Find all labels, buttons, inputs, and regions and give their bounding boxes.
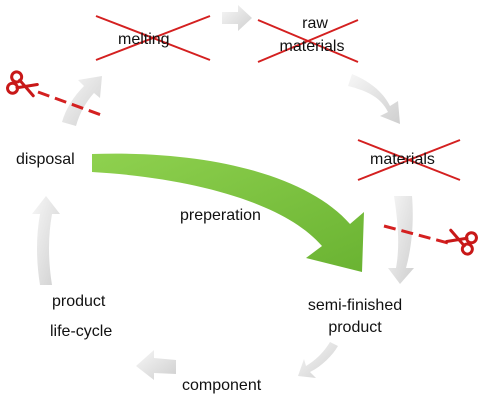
- node-component: component: [182, 377, 262, 394]
- strike-melting: [95, 15, 211, 61]
- node-melting: melting: [118, 31, 170, 48]
- cycle-arrow-raw-to-materials: [348, 74, 400, 124]
- cycle-arrow-disposal-to-melting: [62, 76, 102, 126]
- node-disposal: disposal: [16, 151, 75, 168]
- node-raw-materials-line2: materials: [279, 38, 345, 55]
- node-materials: materials: [370, 151, 435, 168]
- node-raw-materials-line1: raw: [302, 15, 328, 32]
- scissors-icon: [6, 70, 39, 98]
- node-semi-finished-line1: semi-finished: [307, 297, 403, 314]
- cycle-arrow-component-to-product: [136, 350, 176, 380]
- cycle-arrow-semifinished-to-component: [298, 342, 338, 378]
- cycle-arrow-materials-to-semifinished: [388, 196, 414, 284]
- cut-line-right: [383, 224, 453, 246]
- cut-line-top-left: [37, 90, 105, 118]
- label-preperation: preperation: [180, 207, 261, 224]
- node-semi-finished-line2: product: [328, 319, 382, 336]
- node-product: product: [52, 293, 106, 310]
- scissors-icon: [445, 228, 478, 256]
- strike-materials: [357, 139, 461, 181]
- strike-raw-materials: [257, 19, 359, 63]
- cycle-arrow-lifecycle-to-disposal: [32, 196, 60, 285]
- highlight-arrow-preperation: [92, 153, 364, 272]
- node-life-cycle: life-cycle: [50, 323, 113, 340]
- cycle-arrow-melting-to-raw: [222, 5, 252, 31]
